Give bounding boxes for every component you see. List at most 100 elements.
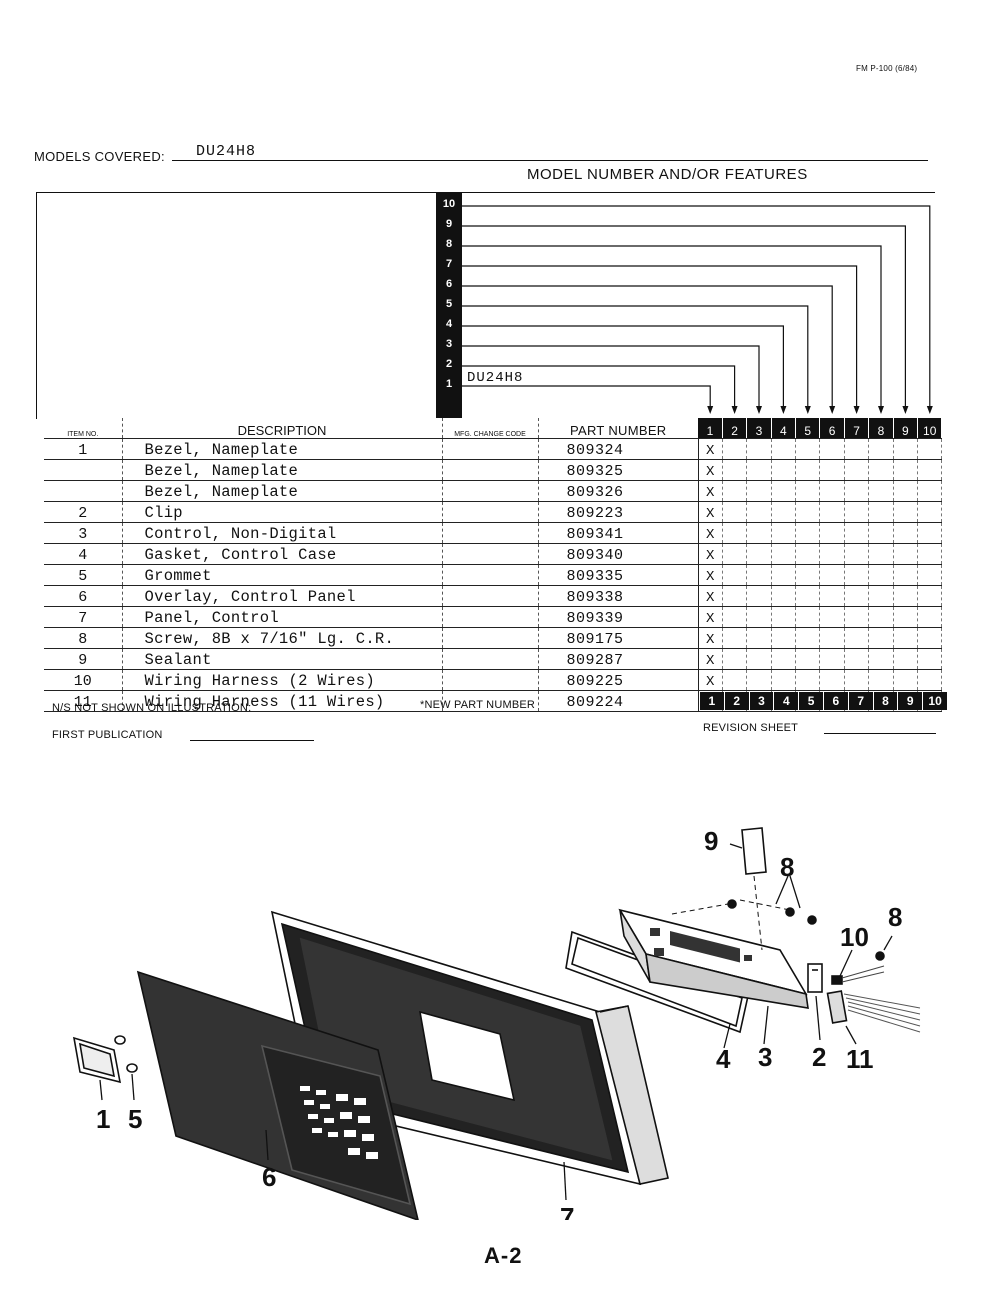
strip-feature-2: 2 [445,358,453,370]
row-part-number: 809338 [538,585,699,607]
header-feature-7: 7 [844,418,870,439]
row-feature-6 [819,564,845,586]
row-feature-7 [844,648,870,670]
row-feature-1: X [698,459,723,481]
row-item-no: 5 [44,564,123,586]
row-feature-8 [868,522,894,544]
row-feature-7 [844,543,870,565]
row-mfg-code [442,648,539,670]
row-feature-4 [771,585,797,607]
row-mfg-code [442,501,539,523]
callout-8a: 8 [780,852,794,882]
row-feature-1: X [698,585,723,607]
row-description: Control, Non-Digital [122,522,443,544]
row-item-no: 4 [44,543,123,565]
footer-feature-6: 6 [824,692,849,710]
row-feature-5 [795,501,821,523]
row-item-no: 6 [44,585,123,607]
part-screw-drawing [671,875,885,961]
row-feature-5 [795,585,821,607]
callout-6: 6 [262,1162,276,1192]
feature-1-model: DU24H8 [467,370,524,386]
row-feature-2 [722,606,748,628]
row-feature-3 [746,606,772,628]
row-feature-1: X [698,543,723,565]
strip-feature-6: 6 [445,278,453,290]
row-part-number: 809175 [538,627,699,649]
row-feature-9 [893,438,919,460]
row-part-number: 809326 [538,480,699,502]
row-feature-9 [893,543,919,565]
row-part-number: 809223 [538,501,699,523]
row-feature-8 [868,459,894,481]
header-part-number: PART NUMBER [538,418,698,439]
row-feature-10 [917,648,943,670]
part-clip-drawing [807,963,823,993]
row-mfg-code [442,669,539,691]
callout-5: 5 [128,1104,142,1134]
row-item-no: 10 [44,669,123,691]
strip-feature-7: 7 [445,258,453,270]
row-feature-7 [844,522,870,544]
row-feature-1: X [698,648,723,670]
row-feature-2 [722,648,748,670]
row-feature-6 [819,480,845,502]
row-feature-1: X [698,480,723,502]
row-feature-7 [844,606,870,628]
row-part-number: 809339 [538,606,699,628]
row-feature-10 [917,564,943,586]
row-description: Bezel, Nameplate [122,480,443,502]
row-description: Grommet [122,564,443,586]
revision-sheet-rule [824,733,936,734]
row-feature-8 [868,501,894,523]
row-item-no: 3 [44,522,123,544]
row-item-no [44,480,123,502]
header-description: DESCRIPTION [122,418,443,439]
footer-feature-2: 2 [725,692,750,710]
row-part-number: 809324 [538,438,699,460]
row-feature-6 [819,501,845,523]
row-feature-8 [868,606,894,628]
footer-feature-9: 9 [898,692,924,710]
row-item-no: 7 [44,606,123,628]
callout-3: 3 [758,1042,772,1072]
footer-feature-8: 8 [874,692,899,710]
row-feature-1: X [698,606,723,628]
row-item-no: 2 [44,501,123,523]
row-feature-5 [795,438,821,460]
row-feature-1: X [698,522,723,544]
row-part-number: 809325 [538,459,699,481]
footer-feature-5: 5 [799,692,824,710]
callout-7: 7 [560,1202,574,1220]
header-feature-6: 6 [819,418,845,439]
row-feature-9 [893,585,919,607]
header-item-no: ITEM NO. [44,418,123,439]
row-feature-2 [722,459,748,481]
first-publication-rule [190,740,314,741]
row-description: Panel, Control [122,606,443,628]
row-feature-6 [819,522,845,544]
footer-feature-10: 10 [923,692,948,710]
part-harness-2-drawing [831,965,885,985]
row-feature-6 [819,543,845,565]
row-feature-8 [868,648,894,670]
row-item-no: 11 [44,690,123,712]
callout-4: 4 [716,1044,731,1074]
row-feature-10 [917,480,943,502]
row-feature-2 [722,627,748,649]
row-mfg-code [442,627,539,649]
footer-feature-4: 4 [774,692,800,710]
strip-feature-3: 3 [445,338,453,350]
row-feature-3 [746,501,772,523]
row-feature-9 [893,627,919,649]
header-feature-5: 5 [795,418,821,439]
first-publication-label: FIRST PUBLICATION [52,729,163,741]
row-feature-1: X [698,564,723,586]
row-feature-6 [819,669,845,691]
row-feature-6 [819,648,845,670]
row-feature-9 [893,648,919,670]
